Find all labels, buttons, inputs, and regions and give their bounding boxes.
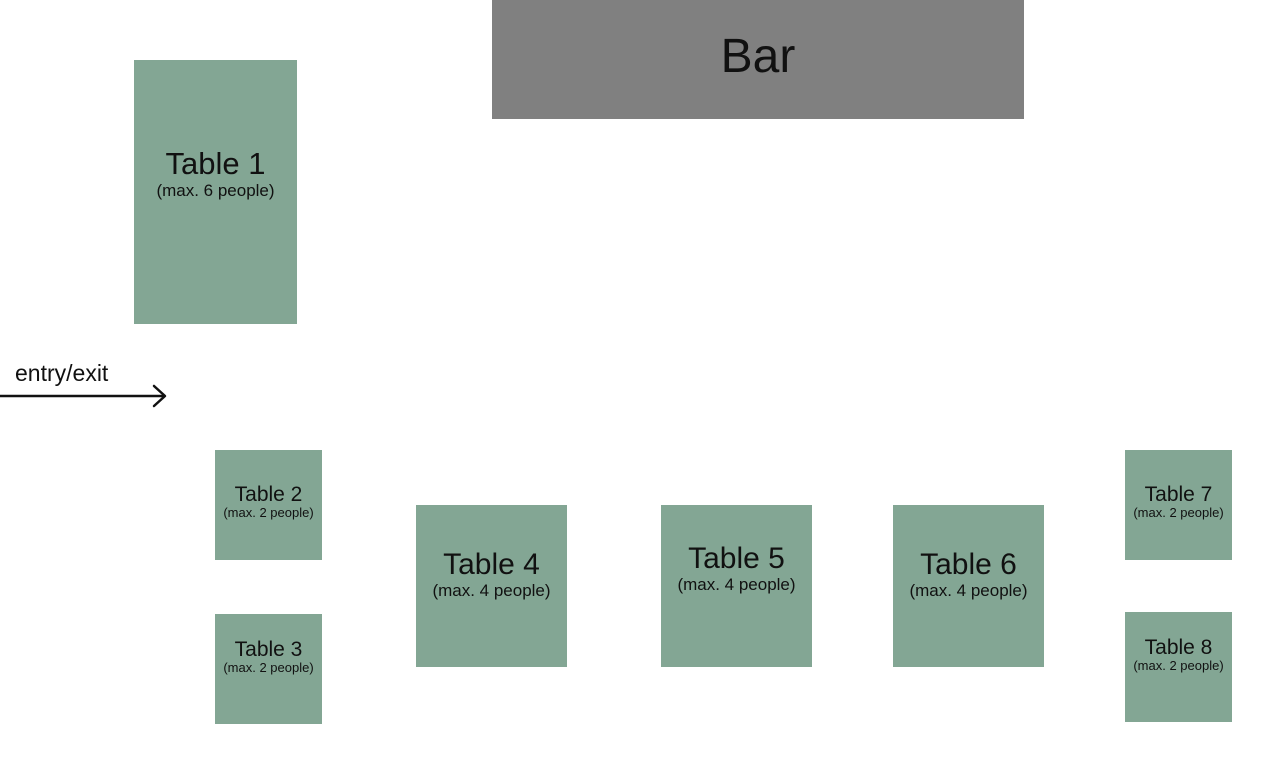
table-name: Table 7 [1144, 483, 1213, 506]
table-6[interactable]: Table 6 (max. 4 people) [893, 505, 1044, 667]
table-8[interactable]: Table 8 (max. 2 people) [1125, 612, 1232, 722]
entry-exit-label: entry/exit [15, 360, 109, 386]
table-2[interactable]: Table 2 (max. 2 people) [215, 450, 322, 560]
table-name: Table 2 [234, 483, 303, 506]
bar-label: Bar [720, 29, 796, 83]
table-4[interactable]: Table 4 (max. 4 people) [416, 505, 567, 667]
table-capacity: (max. 2 people) [1133, 658, 1224, 674]
bar-area: Bar [492, 0, 1024, 119]
arrow-right-icon [0, 384, 167, 408]
table-capacity: (max. 4 people) [909, 580, 1028, 600]
table-1[interactable]: Table 1 (max. 6 people) [134, 60, 297, 324]
table-7[interactable]: Table 7 (max. 2 people) [1125, 450, 1232, 560]
table-name: Table 3 [234, 638, 303, 661]
table-name: Table 8 [1144, 636, 1213, 659]
table-3[interactable]: Table 3 (max. 2 people) [215, 614, 322, 724]
table-name: Table 6 [920, 548, 1017, 581]
table-name: Table 1 [165, 146, 266, 181]
table-capacity: (max. 6 people) [156, 180, 275, 200]
table-capacity: (max. 4 people) [677, 574, 796, 594]
table-name: Table 4 [443, 548, 540, 581]
table-capacity: (max. 2 people) [223, 505, 314, 521]
table-capacity: (max. 4 people) [432, 580, 551, 600]
table-capacity: (max. 2 people) [1133, 505, 1224, 521]
table-capacity: (max. 2 people) [223, 660, 314, 676]
table-name: Table 5 [688, 542, 785, 575]
table-5[interactable]: Table 5 (max. 4 people) [661, 505, 812, 667]
